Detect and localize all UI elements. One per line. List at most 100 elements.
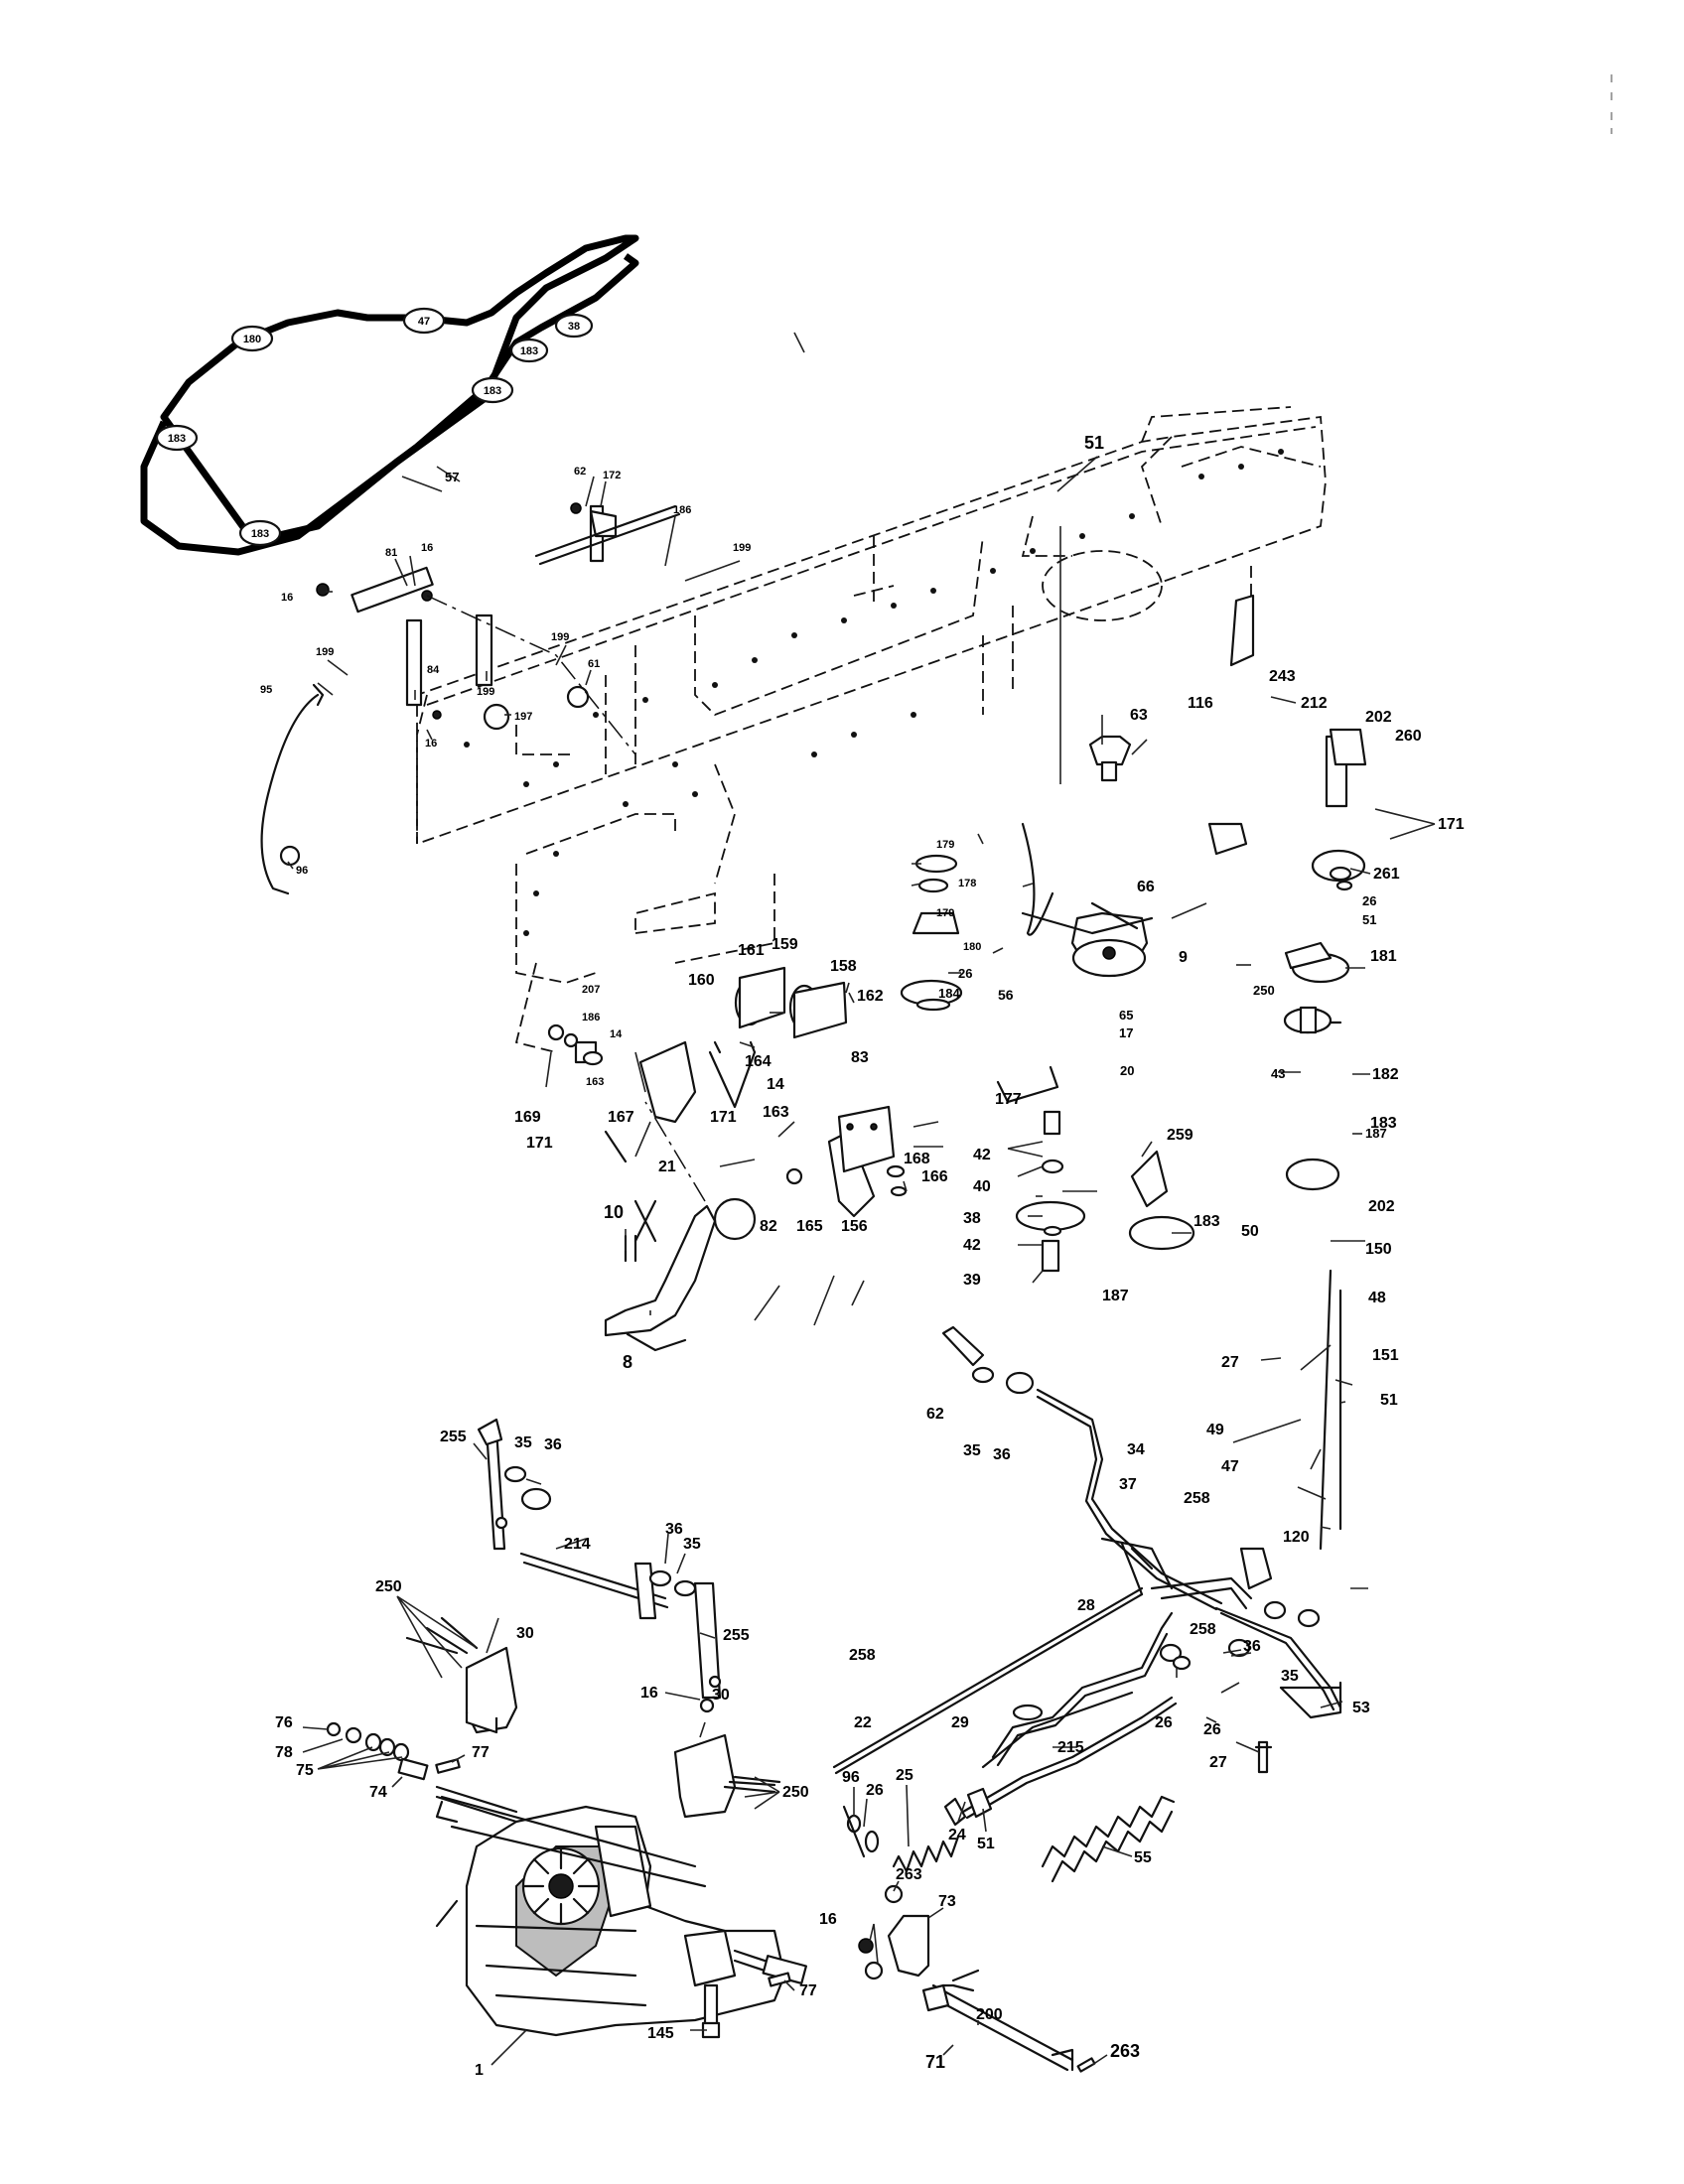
callout: 36 — [544, 1436, 562, 1453]
callout: 200 — [976, 2006, 1003, 2023]
callout: 40 — [973, 1178, 991, 1195]
callout: 43 — [1271, 1066, 1285, 1081]
callout: 159 — [772, 936, 798, 953]
callout: 250 — [1253, 983, 1275, 998]
callout: 51 — [977, 1836, 995, 1852]
cross-shaft — [477, 1418, 722, 1700]
drive-belt — [140, 234, 639, 556]
callout: 151 — [1372, 1347, 1399, 1364]
transaxle-brackets — [405, 1616, 781, 1819]
belt-pulley-label: 47 — [418, 316, 430, 328]
axle-hardware — [326, 1721, 880, 1987]
callout: 171 — [710, 1109, 737, 1126]
callout: 186 — [582, 1012, 600, 1024]
callout: 9 — [1179, 949, 1188, 966]
callout: 259 — [1167, 1127, 1193, 1144]
belt-pulley-labels: 183 180 47 38 183 183 183 — [168, 316, 580, 540]
callout: 37 — [1119, 1476, 1137, 1493]
callout: 171 — [1438, 816, 1465, 833]
callout: 179 — [936, 907, 954, 919]
callout: 10 — [604, 1202, 624, 1222]
center-left-bracket-cluster — [547, 966, 908, 1243]
callout: 212 — [1301, 695, 1328, 712]
right-idler-assembly — [1207, 594, 1367, 1191]
callout: 202 — [1365, 709, 1392, 726]
upper-left-linkage — [260, 502, 681, 895]
callout: 172 — [603, 470, 621, 481]
callout: 35 — [683, 1536, 701, 1553]
callout: 156 — [841, 1218, 868, 1235]
callout-labels: 51 57 62 172 186 199 16 81 16 199 84 199… — [260, 433, 1465, 2079]
callout: 56 — [998, 987, 1014, 1003]
belt-pulley-label: 183 — [520, 345, 538, 357]
callout: 73 — [938, 1893, 956, 1910]
callout: 258 — [1190, 1621, 1216, 1638]
callout: 42 — [963, 1237, 981, 1254]
callout: 165 — [796, 1218, 823, 1235]
callout: 28 — [1077, 1597, 1095, 1614]
callout: 162 — [857, 988, 884, 1005]
callout: 258 — [849, 1647, 876, 1664]
callout: 255 — [440, 1429, 467, 1445]
callout: 83 — [851, 1049, 869, 1066]
callout: 263 — [1110, 2041, 1140, 2061]
belt-pulley-label: 180 — [243, 334, 261, 345]
callout: 145 — [647, 2025, 674, 2042]
callout: 150 — [1365, 1241, 1392, 1258]
callout: 258 — [1184, 1490, 1210, 1507]
callout: 199 — [733, 542, 751, 554]
callout: 250 — [375, 1578, 402, 1595]
belt-pulley-label: 38 — [568, 321, 580, 333]
callout: 182 — [1372, 1066, 1399, 1083]
callout: 34 — [1127, 1441, 1145, 1458]
callout: 214 — [564, 1536, 591, 1553]
callout: 181 — [1370, 948, 1397, 965]
callout: 14 — [610, 1028, 623, 1040]
callout: 167 — [608, 1109, 634, 1126]
callout: 51 — [1084, 433, 1104, 453]
callout: 27 — [1221, 1354, 1239, 1371]
callout: 30 — [712, 1687, 730, 1704]
callout: 65 — [1119, 1008, 1133, 1023]
callout: 199 — [316, 646, 334, 658]
callout: 48 — [1368, 1290, 1386, 1306]
callout: 35 — [963, 1442, 981, 1459]
callout: 255 — [723, 1627, 750, 1644]
callout: 21 — [658, 1159, 676, 1175]
callout: 261 — [1373, 866, 1400, 883]
control-rod-linkage — [832, 1269, 1342, 1820]
belt-pulley-label: 183 — [168, 433, 186, 445]
callout: 16 — [425, 738, 437, 750]
callout: 63 — [1130, 707, 1148, 724]
callout: 164 — [745, 1053, 772, 1070]
callout: 26 — [958, 966, 972, 981]
callout: 66 — [1137, 879, 1155, 895]
callout: 22 — [854, 1714, 872, 1731]
callout: 17 — [1119, 1025, 1133, 1040]
callout: 27 — [1209, 1754, 1227, 1771]
callout: 187 — [1365, 1126, 1387, 1141]
callout: 62 — [574, 466, 586, 478]
callout: 30 — [516, 1625, 534, 1642]
callout: 35 — [1281, 1668, 1299, 1685]
callout: 81 — [385, 547, 397, 559]
callout: 78 — [275, 1744, 293, 1761]
callout: 51 — [1380, 1392, 1398, 1409]
belt-pulleys — [155, 307, 594, 547]
callout: 16 — [421, 542, 433, 554]
callout: 178 — [958, 878, 976, 889]
callout: 243 — [1269, 668, 1296, 685]
callout: 53 — [1352, 1700, 1370, 1716]
callout: 158 — [830, 958, 857, 975]
center-pulleys — [900, 735, 1195, 1273]
callout: 95 — [260, 684, 272, 696]
frame-holes — [464, 449, 1284, 936]
callout: 168 — [904, 1151, 930, 1167]
callout: 84 — [427, 664, 440, 676]
callout: 42 — [973, 1147, 991, 1163]
callout: 1 — [475, 2062, 484, 2079]
callout: 36 — [993, 1446, 1011, 1463]
callout: 47 — [1221, 1458, 1239, 1475]
callout: 163 — [586, 1076, 604, 1088]
